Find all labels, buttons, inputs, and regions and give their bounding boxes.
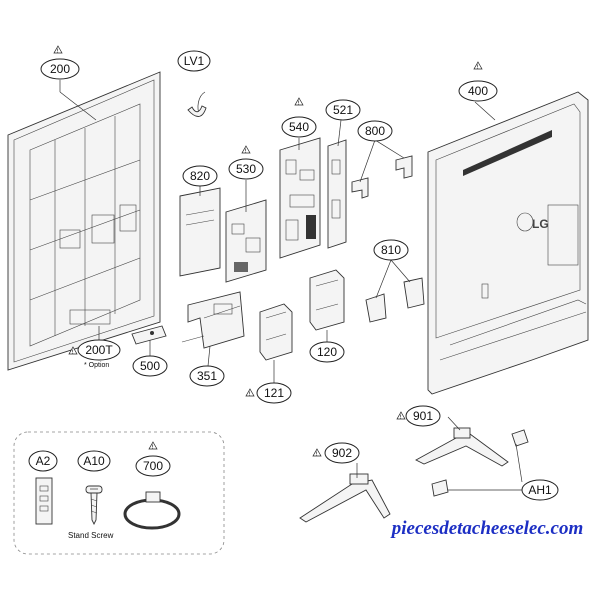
callout-121: 121 — [256, 382, 292, 404]
callout-label-901: 901 — [413, 409, 433, 423]
speaker-121 — [259, 303, 293, 361]
callout-label-820: 820 — [190, 169, 210, 183]
warning-marks: ! ! ! ! ! ! ! ! ! — [53, 45, 483, 458]
callout-label-351: 351 — [197, 369, 217, 383]
callout-500: 500 — [132, 355, 168, 377]
callout-lv1: LV1 — [177, 50, 211, 72]
svg-text:!: ! — [249, 392, 251, 398]
callout-label-902: 902 — [332, 446, 352, 460]
brackets-810 — [365, 277, 425, 323]
sheet-820 — [179, 187, 221, 277]
callout-200t: 200T — [77, 339, 121, 361]
stand-screw-caption: Stand Screw — [68, 531, 114, 540]
callout-120: 120 — [309, 341, 345, 363]
plate-a2 — [35, 477, 53, 525]
brackets-800 — [351, 155, 413, 199]
stand-screw-a10 — [85, 485, 103, 526]
callout-700: 700 — [135, 455, 171, 477]
board-521 — [327, 139, 347, 249]
callout-label-400: 400 — [468, 84, 488, 98]
stand-901 — [415, 427, 509, 467]
callout-label-ah1: AH1 — [528, 483, 552, 497]
bracket-500 — [131, 325, 167, 345]
watermark-text: piecesdetacheeselec.com — [391, 518, 584, 539]
callout-label-800: 800 — [365, 124, 385, 138]
callout-label-530: 530 — [236, 162, 256, 176]
callout-label-a2: A2 — [36, 454, 51, 468]
svg-text:!: ! — [316, 452, 318, 458]
svg-text:!: ! — [477, 65, 479, 71]
clip-lv1 — [187, 91, 207, 117]
callout-810: 810 — [373, 239, 409, 261]
stand-902 — [299, 473, 391, 523]
callout-200: 200 — [40, 58, 80, 80]
callout-label-120: 120 — [317, 345, 337, 359]
hinges-ah1 — [431, 429, 529, 497]
callout-label-500: 500 — [140, 359, 160, 373]
callout-530: 530 — [228, 158, 264, 180]
callout-label-521: 521 — [333, 103, 353, 117]
leader-lines — [59, 80, 523, 491]
main-board-540 — [279, 137, 321, 259]
callout-label-700: 700 — [143, 459, 163, 473]
callout-label-810: 810 — [381, 243, 401, 257]
callout-label-540: 540 — [289, 120, 309, 134]
callout-351: 351 — [189, 365, 225, 387]
svg-text:!: ! — [298, 101, 300, 107]
callout-902: 902 — [324, 442, 360, 464]
callout-800: 800 — [357, 120, 393, 142]
svg-text:!: ! — [57, 49, 59, 55]
cable-tie-700 — [123, 491, 181, 530]
callout-label-200t: 200T — [85, 343, 113, 357]
callout-820: 820 — [182, 165, 218, 187]
svg-text:!: ! — [245, 149, 247, 155]
callout-400: 400 — [458, 80, 498, 102]
lcd-panel-200 — [7, 71, 161, 371]
callout-label-200: 200 — [50, 62, 70, 76]
callout-label-a10: A10 — [83, 454, 105, 468]
callout-901: 901 — [405, 405, 441, 427]
svg-text:!: ! — [152, 445, 154, 451]
accessories-box — [13, 431, 225, 555]
speaker-120 — [309, 269, 345, 331]
back-cover-400: LG — [427, 91, 589, 395]
svg-text:!: ! — [400, 415, 402, 421]
power-board-530 — [225, 199, 267, 283]
svg-text:!: ! — [72, 350, 74, 356]
lg-logo: LG — [532, 217, 549, 231]
callout-a2: A2 — [28, 450, 58, 472]
option-note: * Option — [84, 362, 109, 369]
callout-540: 540 — [281, 116, 317, 138]
callout-label-121: 121 — [264, 386, 284, 400]
callout-label-lv1: LV1 — [184, 54, 205, 68]
bracket-351 — [181, 291, 245, 349]
callout-ah1: AH1 — [521, 479, 559, 501]
callout-521: 521 — [325, 99, 361, 121]
callout-a10: A10 — [77, 450, 111, 472]
